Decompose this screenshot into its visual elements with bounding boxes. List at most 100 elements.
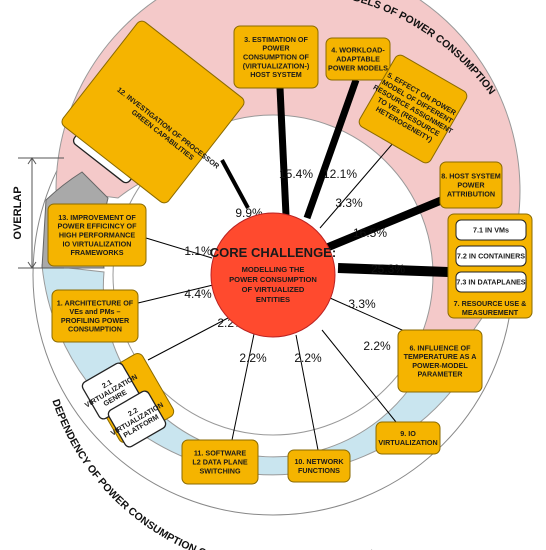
topic-t13-line: FRAMEWORKS [70, 248, 123, 257]
topic-t3-line: 3. ESTIMATION OF [244, 35, 308, 44]
topic-t4-line: POWER MODELS [328, 63, 388, 72]
topic-t5-percentage: 3.3% [335, 196, 363, 210]
topic-t12-connector [220, 159, 250, 209]
topic-t9-line: VIRTUALIZATION [378, 438, 437, 447]
topic-t2-2-line: 2.2 [126, 405, 139, 418]
connectors [137, 78, 454, 451]
topic-t4-line: 4. WORKLOAD- [331, 46, 385, 55]
topic-t4-frame [325, 37, 391, 81]
topic-t10-line: FUNCTIONS [298, 466, 340, 475]
topic-t6-line: 6. INFLUENCE OF [409, 343, 471, 352]
topic-t6-frame [397, 329, 483, 393]
topic-t1-line: CONSUMPTION [68, 325, 122, 334]
topic-t8-percentage: 16.5% [353, 226, 387, 240]
topic-t10-line: 10. NETWORK [294, 457, 344, 466]
topic-t9-line: 9. IO [400, 429, 416, 438]
core-subtitle-line: ENTITIES [256, 295, 290, 304]
topic-t7-3-line: 7.3 IN DATAPLANES [456, 277, 525, 286]
topic-t1-line: PROFILING POWER [61, 316, 130, 325]
topic-t11-connector [231, 333, 255, 441]
topic-t7-line: 7. RESOURCE USE & [454, 299, 527, 308]
topic-t1-line: 1. ARCHITECTURE OF [57, 298, 134, 307]
topic-t13-percentage: 1.1% [184, 244, 212, 258]
topic-t7-1-box: 7.1 IN VMs [455, 219, 527, 241]
topic-t3-connector [276, 87, 290, 216]
core-title: CORE CHALLENGE: [210, 245, 336, 260]
topic-t9-frame [375, 421, 441, 455]
topic-t8-frame [439, 161, 503, 209]
overlap-bracket [18, 157, 64, 269]
topic-t5-connector [319, 141, 395, 229]
topic-t8-line: ATTRIBUTION [447, 189, 495, 198]
topic-t1-connector [137, 284, 214, 304]
topic-t7-connector [337, 263, 449, 277]
topic-t7-line: MEASUREMENT [462, 308, 519, 317]
topic-t8-line: POWER [457, 181, 485, 190]
topic-t5-frame [358, 54, 468, 164]
topic-t11-line: SWITCHING [199, 466, 241, 475]
topic-t3-line: CONSUMPTION OF [243, 53, 309, 62]
topic-t7-2-box: 7.2 IN CONTAINERS [455, 245, 527, 267]
topic-t2-1-line: 2.1 [100, 377, 113, 390]
topic-t6-line: PARAMETER [418, 370, 464, 379]
topic-t7-1-frame [455, 219, 527, 241]
topic-t3-line: POWER [262, 44, 290, 53]
topic-t1-percentage: 4.4% [184, 287, 212, 301]
core-subtitle-line: POWER CONSUMPTION [229, 275, 317, 284]
topic-t13-line: 13. IMPROVEMENT OF [58, 213, 136, 222]
topic-t8-connector [324, 192, 454, 252]
topic-t7-3-frame [455, 271, 527, 293]
topic-t9-connector [321, 329, 397, 423]
topic-t10-connector [295, 334, 319, 451]
topic-t7-percentage: 25.3% [371, 262, 405, 276]
core-subtitle-line: OF VIRTUALIZED [242, 285, 305, 294]
topic-t7-2-frame [455, 245, 527, 267]
topic-t8-line: 8. HOST SYSTEM [441, 172, 501, 181]
topic-t7-1-line: 7.1 IN VMs [473, 225, 509, 234]
topic-t10-frame [287, 449, 351, 483]
topic-t3-percentage: 15.4% [279, 167, 313, 181]
topic-t2-connector [147, 317, 229, 361]
topic-t11-frame [181, 439, 259, 485]
topic-t6-line: POWER-MODEL [412, 361, 468, 370]
topic-t11-line: 11. SOFTWARE [194, 449, 247, 458]
topic-t7-3-box: 7.3 IN DATAPLANES [455, 271, 527, 293]
topic-t4-line: ADAPTABLE [336, 55, 380, 64]
topic-t13-line: POWER EFFICINCY OF [58, 222, 138, 231]
topic-t11-line: L2 DATA PLANE [192, 458, 248, 467]
topic-t6-percentage: 3.3% [348, 297, 376, 311]
topic-t3-line: (VIRTUALIZATION-) [243, 61, 310, 70]
topic-t7-2-line: 7.2 IN CONTAINERS [457, 251, 525, 260]
topic-t13-connector [145, 237, 213, 259]
topic-t4-percentage: 12.1% [323, 167, 357, 181]
topic-t13-line: IO VIRTUALIZATION [63, 239, 132, 248]
core-subtitle-line: MODELLING THE [242, 265, 305, 274]
topic-t3-frame [233, 25, 319, 89]
topic-t6-line: TEMPERATURE AS A [404, 352, 477, 361]
topic-t4-connector [303, 78, 360, 220]
topic-t13-frame [47, 203, 147, 267]
topic-boxes: 12.1 OPERATION OFPACKET PROCESSORUNDER R… [47, 20, 533, 485]
topic-t3-line: HOST SYSTEM [250, 70, 302, 79]
topic-t13-line: HIGH PERFORMANCE [59, 231, 135, 240]
overlap-label: OVERLAP [12, 186, 24, 239]
topic-t10-percentage: 2.2% [294, 351, 322, 365]
topic-t1-line: VEs and PMs – [69, 307, 120, 316]
topic-t9-percentage: 2.2% [363, 339, 391, 353]
topic-t2-2-frame [107, 390, 167, 448]
topic-t11-percentage: 2.2% [239, 351, 267, 365]
topic-t1-frame [51, 289, 139, 343]
topic-t12-box [61, 20, 245, 204]
